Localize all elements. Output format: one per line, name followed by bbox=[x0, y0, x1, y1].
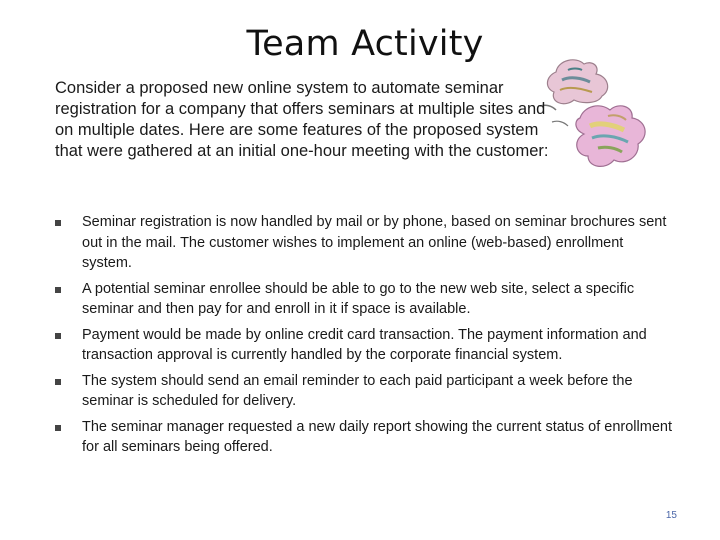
bullet-square-icon bbox=[55, 378, 61, 385]
bullet-item: Seminar registration is now handled by m… bbox=[55, 212, 675, 274]
bullet-square-icon bbox=[55, 424, 61, 431]
puzzle-piece-top bbox=[546, 59, 609, 105]
bullet-list: Seminar registration is now handled by m… bbox=[55, 212, 675, 463]
bullet-item: The system should send an email reminder… bbox=[55, 371, 675, 412]
bullet-item: Payment would be made by online credit c… bbox=[55, 325, 675, 366]
bullet-text: The seminar manager requested a new dail… bbox=[82, 418, 672, 456]
bullet-square-icon bbox=[55, 220, 61, 226]
bullet-item: A potential seminar enrollee should be a… bbox=[55, 279, 675, 320]
puzzle-accents bbox=[539, 104, 569, 127]
bullet-text: The system should send an email reminder… bbox=[82, 372, 633, 410]
intro-paragraph: Consider a proposed new online system to… bbox=[55, 79, 549, 160]
page-number: 15 bbox=[665, 510, 677, 521]
puzzle-piece-bottom bbox=[575, 105, 646, 167]
bullet-text: Seminar registration is now handled by m… bbox=[82, 214, 667, 271]
bullet-text: Payment would be made by online credit c… bbox=[82, 326, 647, 364]
slide-title: Team Activity bbox=[246, 24, 484, 64]
bullet-text: A potential seminar enrollee should be a… bbox=[82, 280, 635, 318]
puzzle-pieces-icon bbox=[539, 59, 646, 167]
bullet-square-icon bbox=[55, 332, 61, 339]
bullet-square-icon bbox=[55, 286, 61, 293]
bullet-item: The seminar manager requested a new dail… bbox=[55, 417, 675, 458]
